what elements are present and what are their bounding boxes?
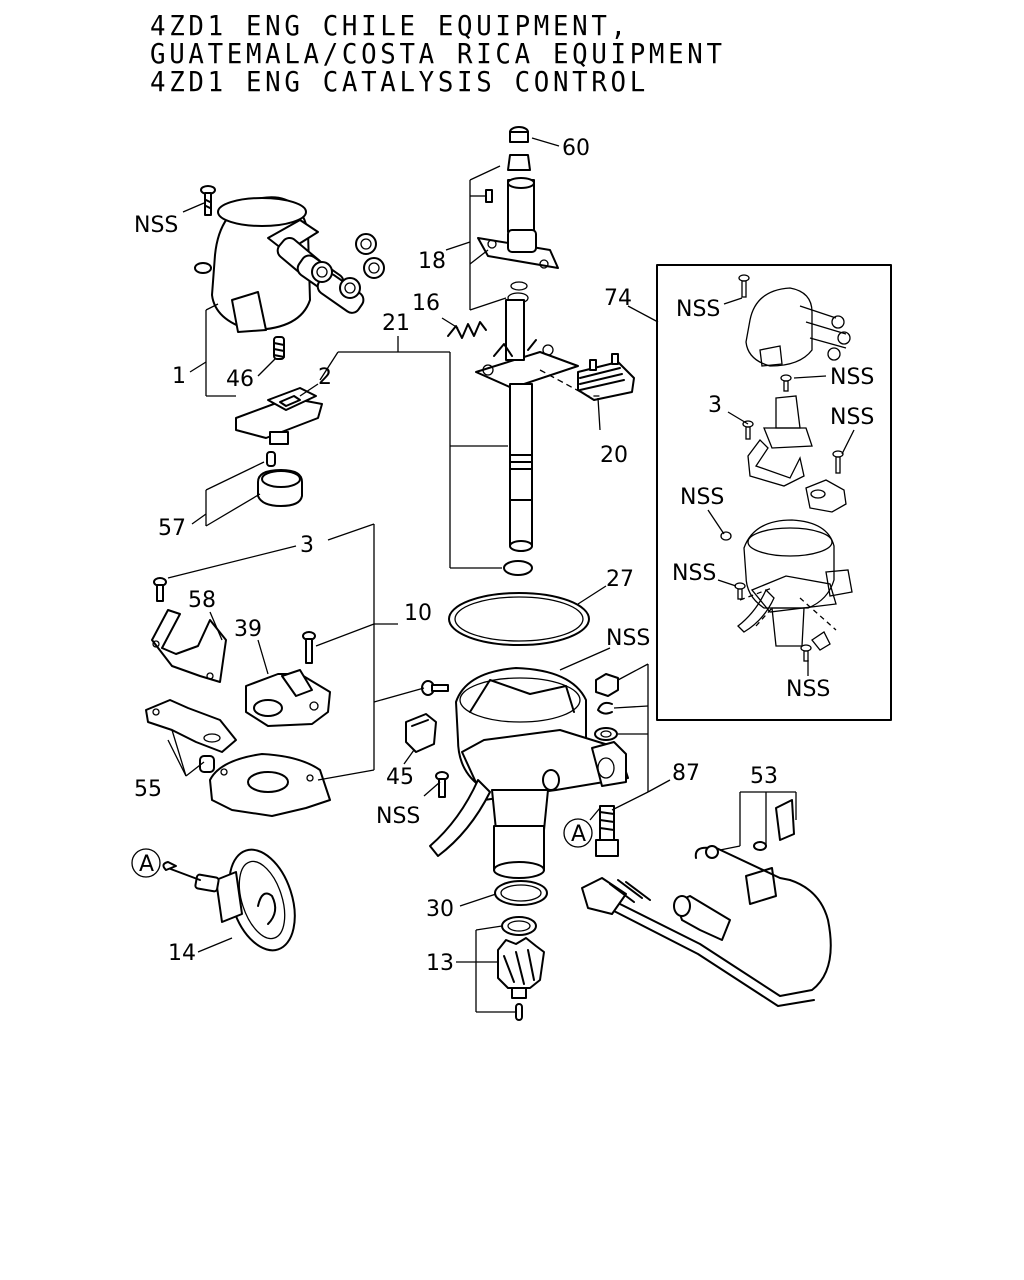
callout-30: 30 [426,897,454,922]
callout-53: 53 [750,764,778,789]
callout-16: 16 [412,291,440,316]
nss-label-cap: NSS [134,213,178,238]
callout-45: 45 [386,765,414,790]
callout-labels: 60 18 16 21 20 74 NSS 1 46 2 57 3 10 58 … [134,136,874,976]
nss-label-inset-4: NSS [680,485,724,510]
nss-label-inset-5: NSS [672,561,716,586]
callout-46: 46 [226,367,254,392]
nss-label-body: NSS [606,626,650,651]
part-13-gear[interactable] [497,916,545,1021]
nss-label-inset-6: NSS [786,677,830,702]
screw-cap[interactable] [200,185,216,216]
svg-text:A: A [139,852,154,877]
svg-text:A: A [571,822,586,847]
callout-74: 74 [604,286,632,311]
callout-55: 55 [134,777,162,802]
title-line-1: 4ZD1 ENG CHILE EQUIPMENT, [150,9,630,42]
ref-a-circle-right: A [563,818,593,848]
part-14-vacuum-advance[interactable] [162,841,306,958]
nss-label-inset-3: NSS [830,405,874,430]
part-18-housing[interactable] [477,154,559,304]
part-53-harness[interactable] [581,799,832,1007]
callout-3: 3 [300,533,314,558]
title-line-2: GUATEMALA/COSTA RICA EQUIPMENT [150,37,726,70]
part-87-hardware[interactable] [594,673,619,857]
callout-21: 21 [382,311,410,336]
part-58-plate[interactable] [151,577,227,683]
screw-body-lower[interactable] [435,771,449,798]
ref-a-circle-left: A [131,848,161,878]
part-distributor-body[interactable] [429,667,629,879]
callout-27: 27 [606,567,634,592]
part-10-base-plate[interactable] [209,753,331,817]
inset-box-74 [656,264,892,721]
callout-14: 14 [168,941,196,966]
part-distributor-cap[interactable] [194,196,385,333]
callout-13: 13 [426,951,454,976]
part-21-shaft[interactable] [475,299,579,576]
part-16-spring[interactable] [447,321,487,339]
callout-1: 1 [172,364,186,389]
screw-body[interactable] [421,680,449,696]
callout-18: 18 [418,249,446,274]
part-57-collar[interactable] [257,451,303,507]
part-55-clip[interactable] [145,699,237,773]
leader-lines [167,137,855,1013]
diagram-title: 4ZD1 ENG CHILE EQUIPMENT, GUATEMALA/COST… [150,12,726,96]
callout-2: 2 [318,365,332,390]
callout-10: 10 [404,601,432,626]
callout-57: 57 [158,516,186,541]
part-60-cap[interactable] [509,126,529,143]
nss-label-lower: NSS [376,804,420,829]
nss-label-inset-1: NSS [676,297,720,322]
part-39-bracket[interactable] [245,631,331,727]
part-27-o-ring[interactable] [448,592,590,646]
callout-60: 60 [562,136,590,161]
callout-58: 58 [188,588,216,613]
part-30-washer[interactable] [494,880,548,906]
title-line-3: 4ZD1 ENG CATALYSIS CONTROL [150,65,649,98]
nss-label-inset-2: NSS [830,365,874,390]
part-20-module[interactable] [577,353,635,401]
callout-3-inset: 3 [708,393,722,418]
part-46-spring[interactable] [273,336,285,360]
part-45-insulator[interactable] [405,713,437,753]
part-2-rotor[interactable] [235,387,323,445]
callout-39: 39 [234,617,262,642]
callout-87: 87 [672,761,700,786]
callout-20: 20 [600,443,628,468]
